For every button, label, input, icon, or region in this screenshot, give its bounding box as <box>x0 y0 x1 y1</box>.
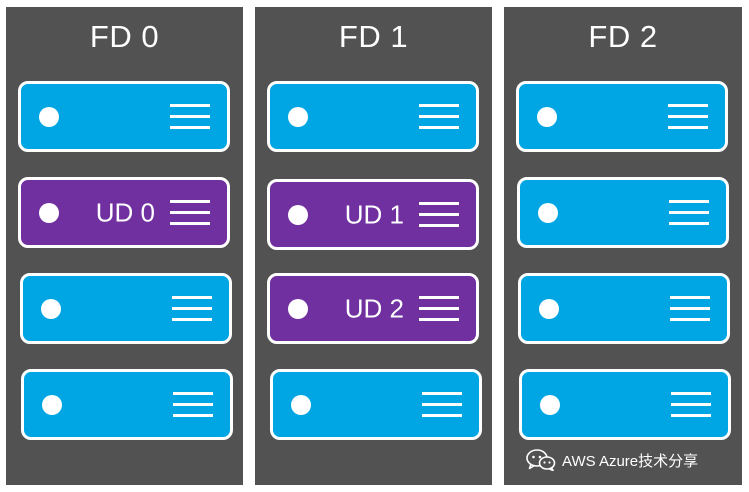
power-led-icon <box>291 394 311 415</box>
server-unit <box>18 81 230 152</box>
vent-lines-icon <box>671 391 711 418</box>
power-led-icon <box>39 106 59 127</box>
fault-domain-title: FD 0 <box>89 19 160 54</box>
server-unit-upgrade-domain: UD 2 <box>267 273 479 344</box>
server-unit-upgrade-domain: UD 1 <box>267 179 479 250</box>
vent-lines-icon <box>670 295 710 322</box>
fault-domain-title: FD 2 <box>588 19 658 54</box>
upgrade-domain-label: UD 2 <box>344 293 404 323</box>
server-unit-upgrade-domain: UD 0 <box>18 177 230 248</box>
power-led-icon <box>288 106 308 127</box>
power-led-icon <box>538 202 558 223</box>
server-unit <box>20 273 232 344</box>
power-led-icon <box>537 106 557 127</box>
vent-lines-icon <box>173 391 213 418</box>
server-unit <box>21 369 233 440</box>
vent-lines-icon <box>419 201 459 228</box>
server-unit <box>517 177 729 248</box>
upgrade-domain-label: UD 0 <box>95 197 155 227</box>
vent-lines-icon <box>668 103 708 130</box>
watermark: AWS Azure技术分享 <box>526 448 698 472</box>
power-led-icon <box>288 298 308 319</box>
server-unit <box>267 81 479 152</box>
vent-lines-icon <box>419 295 459 322</box>
fault-domain-2: FD 2 <box>504 7 742 485</box>
vent-lines-icon <box>419 103 459 130</box>
watermark-text: AWS Azure技术分享 <box>562 452 699 470</box>
fault-domain-title: FD 1 <box>338 19 409 54</box>
server-unit <box>270 369 482 440</box>
power-led-icon <box>539 298 559 319</box>
vent-lines-icon <box>170 103 210 130</box>
power-led-icon <box>42 394 62 415</box>
power-led-icon <box>288 204 308 225</box>
server-unit <box>519 369 731 440</box>
power-led-icon <box>540 394 560 415</box>
upgrade-domain-label: UD 1 <box>344 199 404 229</box>
server-unit <box>516 81 728 152</box>
wechat-icon <box>526 449 556 471</box>
power-led-icon <box>41 298 61 319</box>
vent-lines-icon <box>170 199 210 226</box>
vent-lines-icon <box>669 199 709 226</box>
fault-domain-0: FD 0 UD 0 <box>6 7 243 485</box>
vent-lines-icon <box>172 295 212 322</box>
vent-lines-icon <box>422 391 462 418</box>
server-unit <box>518 273 730 344</box>
power-led-icon <box>39 202 59 223</box>
fault-domain-1: FD 1 UD 1 UD 2 <box>255 7 492 485</box>
